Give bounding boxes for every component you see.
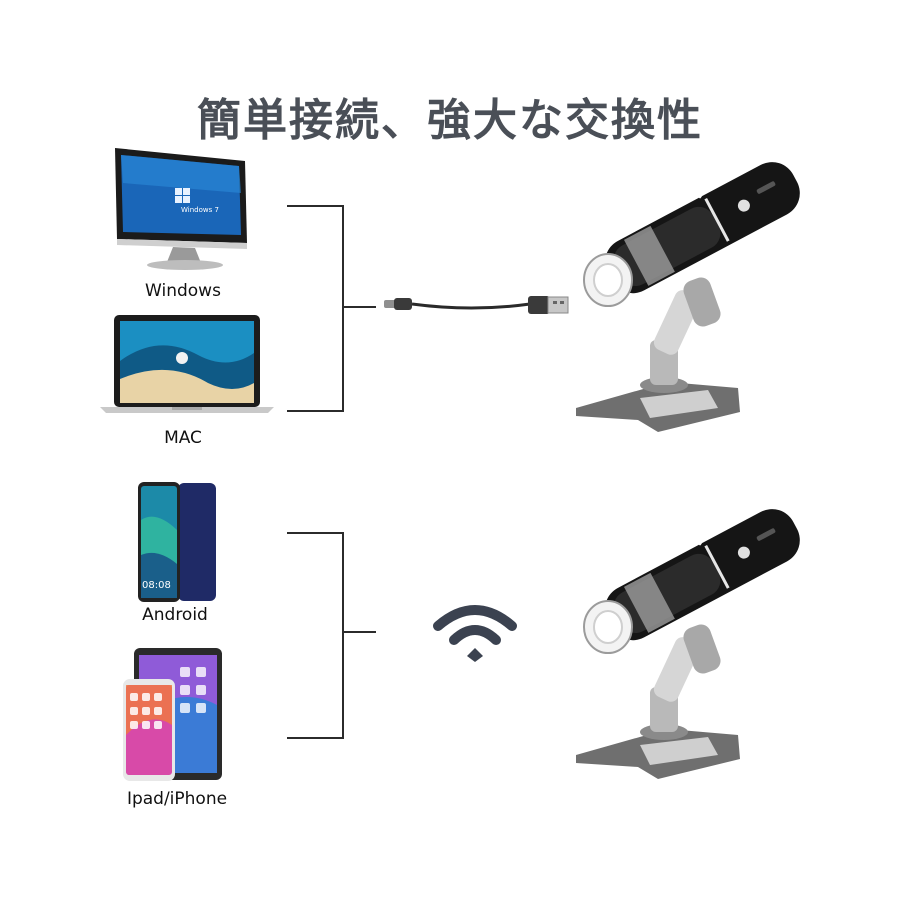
android-label: Android [142,605,208,625]
wireless-bracket-stem [342,631,376,633]
ipad-iphone-label: Ipad/iPhone [126,789,228,809]
windows-monitor-icon [105,143,265,273]
ipad-iphone-icon [120,645,230,785]
android-clock: 08:08 [142,580,171,591]
page-title: 簡単接続、強大な交換性 [197,95,703,146]
macbook-icon [98,313,278,418]
microscope-wireless-image [568,497,808,787]
wired-bracket-stem [342,306,376,308]
windows-screen-text: Windows 7 [181,206,219,214]
wifi-icon [432,598,518,664]
microscope-wired-image [568,150,808,440]
wireless-bracket [287,532,344,739]
wired-bracket [287,205,344,412]
windows-label: Windows [145,281,221,301]
usb-cable-icon [382,288,572,328]
android-phone-icon [136,480,220,605]
mac-label: MAC [164,428,202,448]
